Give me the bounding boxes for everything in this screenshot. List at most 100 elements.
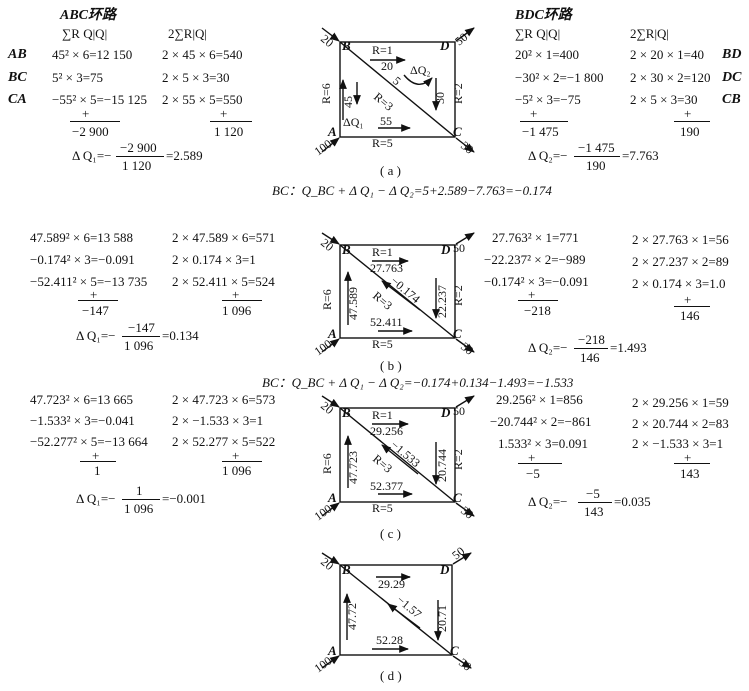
row-label: BD [722, 47, 742, 62]
flow-ab-value: 47.589 [346, 287, 360, 320]
abc-c2: 2 × 45 × 6=540 [162, 47, 243, 62]
plus-sign: + [232, 448, 240, 463]
r-ab-label: R=6 [320, 453, 334, 474]
r-bc-label: R=3 [370, 452, 395, 476]
flow-arrow [387, 603, 421, 629]
outflow-d-value: 50 [453, 404, 465, 418]
flow-bd-value: 20 [381, 59, 393, 73]
plus-sign: + [90, 287, 98, 302]
bdc-loop-title: BDC环路 [515, 8, 572, 23]
sum-rule [222, 300, 262, 301]
dq1-den: 1 096 [124, 501, 154, 516]
dq1-result: =−0.001 [162, 491, 206, 506]
row-label: BC [8, 70, 27, 85]
diagram-c-labels: B D A C 20 50 100 30 R=1 29.256 R=5 52.3… [312, 399, 477, 524]
inflow-b-value: 20 [318, 555, 336, 573]
outflow-d-arrow [452, 552, 472, 565]
c-left-sum2: 1 096 [222, 463, 252, 478]
node-b-label: B [341, 38, 351, 53]
node-a-label: A [327, 490, 337, 505]
bdc-c2: 2 × 5 × 3=30 [630, 92, 698, 107]
plus-sign: + [684, 450, 692, 465]
row-label: CB [722, 92, 741, 107]
c-left-c2: 2 × 52.277 × 5=522 [172, 434, 276, 449]
fraction-bar [122, 336, 160, 337]
abc-c2: 2 × 5 × 3=30 [162, 70, 230, 85]
c-right-c2: 2 × −1.533 × 3=1 [632, 436, 724, 451]
bdc-sum2: 190 [680, 124, 700, 139]
r-ac-label: R=5 [372, 136, 393, 150]
plus-sign: + [232, 287, 240, 302]
node-a-label: A [327, 124, 337, 139]
pipe-bc [339, 407, 456, 503]
inflow-a-arrow [321, 655, 340, 669]
b-right-sum1: −218 [524, 303, 551, 318]
b-left-c2: 2 × 52.411 × 5=524 [172, 274, 275, 289]
abc-c1: 45² × 6=12 150 [52, 47, 133, 62]
sum-rule [80, 461, 116, 462]
node-d-label: D [440, 242, 451, 257]
c-left-c1: −1.533² × 3=−0.041 [30, 413, 135, 428]
dq2-den: 190 [586, 158, 606, 173]
r-ac-label: R=5 [372, 501, 393, 515]
pipe-bc [339, 244, 456, 339]
c-left-c1: −52.277² × 5=−13 664 [30, 434, 148, 449]
row-label: DC [722, 70, 742, 85]
dq1-lhs: Δ Q₁=− [76, 491, 116, 506]
dq1-num: 1 [136, 483, 143, 498]
r-dc-label: R=2 [451, 449, 465, 470]
flow-ab-value: 47.72 [345, 603, 359, 630]
node-d-label: D [440, 405, 451, 420]
r-bd-label: R=1 [372, 43, 393, 57]
dq1-result: =2.589 [166, 148, 203, 163]
abc-c1: 5² × 3=75 [52, 70, 104, 85]
bc-correction-b: BC：Q_BC + Δ Q₁ − Δ Q₂=−0.174+0.134−1.493… [262, 375, 574, 390]
node-c-label: C [453, 490, 462, 505]
flow-dc-value: 22.237 [435, 285, 449, 318]
dq2-result: =0.035 [614, 494, 651, 509]
dq1-den: 1 120 [122, 158, 152, 173]
b-right-c1: −22.237² × 2=−989 [484, 252, 586, 267]
flow-ac-value: 52.28 [376, 633, 403, 647]
outflow-c-arrow [455, 137, 475, 153]
plus-sign: + [684, 106, 692, 121]
flow-ac-value: 55 [380, 114, 392, 128]
dq2-num: −1 475 [578, 140, 615, 155]
bdc-c1: −5² × 3=−75 [515, 92, 581, 107]
dq2-lhs: Δ Q₂=− [528, 340, 568, 355]
flow-bd-value: 27.763 [370, 261, 403, 275]
plus-sign: + [684, 292, 692, 307]
flow-dc-value: 30 [433, 92, 447, 104]
inflow-b-value: 20 [318, 32, 336, 50]
plus-sign: + [92, 448, 100, 463]
outflow-d-value: 50 [449, 544, 467, 562]
sum-rule [674, 306, 710, 307]
sum-rule [518, 463, 562, 464]
b-left-c1: −52.411² × 5=−13 735 [30, 274, 148, 289]
r-ac-label: R=5 [372, 337, 393, 351]
flow-dc-value: 20.744 [435, 449, 449, 482]
abc-col1-head: ∑R Q|Q| [62, 26, 108, 41]
inflow-b-value: 20 [318, 236, 336, 254]
outflow-d-arrow [455, 232, 475, 245]
node-d-label: D [439, 38, 450, 53]
node-b-label: B [341, 405, 351, 420]
sum-rule [518, 300, 558, 301]
dq2-result: =1.493 [610, 340, 647, 355]
b-right-c2: 2 × 27.237 × 2=89 [632, 254, 729, 269]
b-right-sum2: 146 [680, 308, 700, 323]
inflow-b-arrow [321, 27, 340, 42]
diagram-b [321, 232, 475, 353]
b-left-c2: 2 × 0.174 × 3=1 [172, 252, 256, 267]
node-b-label: B [341, 562, 351, 577]
outflow-d-value: 50 [453, 241, 465, 255]
b-left-sum1: −147 [82, 303, 109, 318]
r-ab-label: R=6 [319, 83, 333, 104]
abc-sum2: 1 120 [214, 124, 244, 139]
node-c-label: C [450, 643, 459, 658]
plus-sign: + [528, 450, 536, 465]
r-bc-label: R=3 [371, 90, 396, 114]
b-left-c1: −0.174² × 3=−0.091 [30, 252, 135, 267]
bdc-c2: 2 × 30 × 2=120 [630, 70, 711, 85]
